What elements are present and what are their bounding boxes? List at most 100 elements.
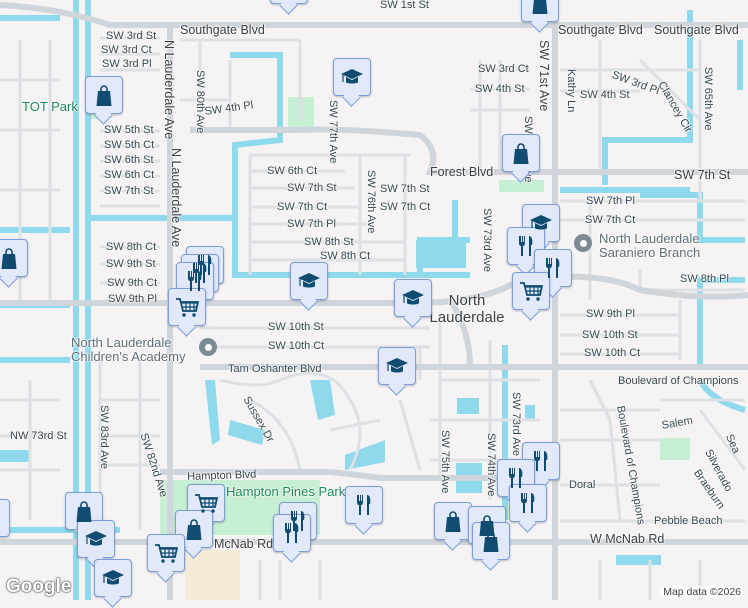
map-label: SW 10th St	[582, 329, 638, 341]
shopping-icon	[483, 531, 499, 552]
map-label: Forest Blvd	[430, 165, 494, 179]
shopping-marker[interactable]	[502, 134, 540, 172]
map-label: Tam Oshanter Blvd	[228, 363, 322, 375]
grocery-marker[interactable]	[512, 272, 550, 310]
map-label: SW 8th Ct	[106, 241, 157, 253]
map-label: W McNab Rd	[590, 532, 665, 546]
map-label: SW 8th Pl	[680, 273, 729, 285]
map-label: Southgate Blvd	[558, 23, 643, 37]
map-label: SW 10th St	[268, 321, 324, 333]
grocery-marker[interactable]	[168, 288, 206, 326]
restaurant-marker[interactable]	[273, 514, 311, 552]
map-label: SW 3rd St	[106, 30, 157, 42]
restaurant-icon	[285, 523, 299, 543]
map-label: SW 5th St	[104, 124, 154, 136]
map-label: SW 71st Ave	[537, 40, 551, 112]
restaurant-icon	[188, 271, 202, 291]
map-label: Southgate Blvd	[180, 23, 265, 37]
map-label: SW 7th Ct	[585, 214, 636, 226]
shopping-marker[interactable]	[175, 510, 213, 548]
map-label: SW 7th St	[104, 185, 154, 197]
local-roads	[0, 36, 747, 600]
grocery-icon	[155, 544, 179, 563]
school-pin-icon[interactable]	[199, 338, 217, 356]
shopping-marker[interactable]	[472, 522, 510, 560]
shopping-icon	[513, 143, 529, 164]
shopping-marker[interactable]	[434, 502, 472, 540]
restaurant-marker[interactable]	[176, 262, 214, 300]
school-marker[interactable]	[77, 520, 115, 558]
restaurant-icon	[509, 468, 523, 488]
restaurant-icon	[521, 493, 535, 513]
map-label: SW 3rd Ct	[101, 44, 152, 56]
restaurant-marker[interactable]	[509, 484, 547, 522]
shopping-icon	[186, 519, 202, 540]
shopping-icon	[76, 501, 92, 522]
map-label: SW 4th St	[580, 89, 630, 101]
google-logo: Google	[6, 576, 72, 597]
map-label: SW 3rd Pl	[102, 58, 152, 70]
shopping-marker[interactable]	[85, 76, 123, 114]
map-label: SW 6th Ct	[267, 165, 318, 177]
map-label: Southgate Blvd	[654, 23, 739, 37]
map-label: N Lauderdale Ave	[169, 148, 183, 248]
shopping-icon	[1, 248, 17, 269]
map-label: SW 73rd Ave	[510, 392, 522, 456]
map-label[interactable]: TOT Park	[22, 99, 78, 114]
restaurant-icon	[198, 255, 212, 275]
shopping-icon	[96, 85, 112, 106]
map-label: N Lauderdale Ave	[162, 40, 176, 140]
grocery-marker[interactable]	[147, 534, 185, 572]
map-label[interactable]: North Lauderdale Saraniero Branch	[599, 231, 701, 260]
school-marker[interactable]	[394, 279, 432, 317]
map-label: SW 7th St	[674, 168, 731, 182]
restaurant-marker[interactable]	[522, 442, 560, 480]
map-label: SW 10th Ct	[268, 340, 325, 352]
map-label: SW 7th Ct	[380, 201, 431, 213]
library-pin-icon[interactable]	[574, 234, 592, 252]
restaurant-icon	[357, 495, 371, 515]
school-marker[interactable]	[378, 347, 416, 385]
map-attribution[interactable]: Map data ©2026	[660, 586, 744, 598]
map-label: SW 8th St	[304, 236, 354, 248]
school-icon	[85, 531, 107, 546]
map-label[interactable]: Hampton Pines Park	[226, 484, 346, 499]
map-label: SW 83rd Ave	[98, 405, 110, 469]
restaurant-marker[interactable]	[497, 459, 535, 497]
shopping-marker[interactable]	[0, 499, 10, 537]
restaurant-marker[interactable]	[507, 227, 545, 265]
map-label: SW 10th Ct	[584, 347, 641, 359]
map-label: Doral	[569, 479, 596, 491]
map-label[interactable]: North Lauderdale Children's Academy	[71, 335, 186, 364]
grocery-icon	[195, 494, 219, 513]
shopping-marker[interactable]	[65, 492, 103, 530]
restaurant-marker[interactable]	[534, 249, 572, 287]
lakes	[0, 240, 661, 565]
shopping-icon	[445, 511, 461, 532]
map-label: Boulevard of Champions	[618, 375, 739, 387]
restaurant-marker[interactable]	[279, 502, 317, 540]
map-label: SW 9th Ct	[107, 277, 158, 289]
map-label: SW 7th Pl	[586, 195, 635, 207]
shopping-marker[interactable]	[0, 239, 28, 277]
grocery-marker[interactable]	[187, 484, 225, 522]
map-label: SW 7th St	[380, 183, 430, 195]
map-label: SW 6th Ct	[104, 169, 155, 181]
map-label: SW 6th St	[104, 154, 154, 166]
school-icon	[530, 215, 552, 230]
map-label: SW 9th St	[106, 258, 156, 270]
map-label: SW 77th Ave	[327, 100, 339, 164]
shopping-marker[interactable]	[521, 0, 559, 22]
school-marker[interactable]	[290, 262, 328, 300]
school-icon	[298, 273, 320, 288]
map-label: Pebble Beach	[654, 515, 723, 527]
school-marker[interactable]	[333, 58, 371, 96]
restaurant-marker[interactable]	[345, 486, 383, 524]
map-label: SW 3rd Ct	[478, 63, 529, 75]
map-label: NW 73rd St	[10, 430, 67, 442]
grocery-icon	[176, 298, 200, 317]
shopping-marker[interactable]	[270, 0, 308, 4]
restaurant-icon	[291, 511, 305, 531]
school-marker[interactable]	[94, 559, 132, 597]
restaurant-icon	[193, 263, 207, 283]
